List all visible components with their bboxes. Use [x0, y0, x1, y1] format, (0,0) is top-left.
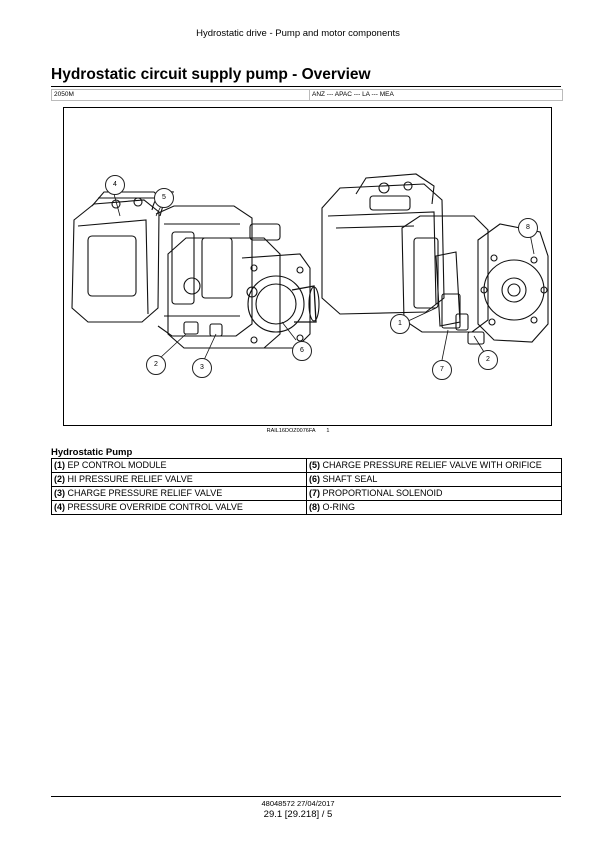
table-row: (2) HI PRESSURE RELIEF VALVE (6) SHAFT S…	[51, 472, 562, 487]
legend-table: (1) EP CONTROL MODULE (5) CHARGE PRESSUR…	[51, 458, 562, 515]
callout-6: 6	[292, 341, 312, 361]
model-cell: 2050M	[52, 90, 310, 100]
legend-title: Hydrostatic Pump	[51, 447, 133, 458]
figure-frame: 4 5 2 3 6 8 1 7 2	[63, 107, 552, 426]
callout-2-left: 2	[146, 355, 166, 375]
legend-cell: (1) EP CONTROL MODULE	[51, 458, 307, 473]
title-rule	[51, 86, 561, 87]
left-pump-drawing	[71, 191, 320, 349]
table-row: (1) EP CONTROL MODULE (5) CHARGE PRESSUR…	[51, 458, 562, 473]
regions-cell: ANZ --- APAC --- LA --- MEA	[312, 91, 394, 98]
footer-doc-id: 48048572 27/04/2017	[261, 799, 335, 808]
callout-8: 8	[518, 218, 538, 238]
legend-cell: (4) PRESSURE OVERRIDE CONTROL VALVE	[51, 500, 307, 515]
image-code: RAIL16DOZ0076FA	[266, 428, 316, 434]
right-pump-drawing	[321, 173, 549, 345]
figure-number: 1	[326, 428, 330, 434]
callout-4: 4	[105, 175, 125, 195]
legend-cell: (3) CHARGE PRESSURE RELIEF VALVE	[51, 486, 307, 501]
callout-5: 5	[154, 188, 174, 208]
figure-caption: RAIL16DOZ0076FA 1	[0, 428, 596, 434]
table-row: (4) PRESSURE OVERRIDE CONTROL VALVE (8) …	[51, 500, 562, 515]
callout-1: 1	[390, 314, 410, 334]
legend-cell: (7) PROPORTIONAL SOLENOID	[306, 486, 562, 501]
callout-7: 7	[432, 360, 452, 380]
legend-cell: (5) CHARGE PRESSURE RELIEF VALVE WITH OR…	[306, 458, 562, 473]
table-row: (3) CHARGE PRESSURE RELIEF VALVE (7) PRO…	[51, 486, 562, 501]
pump-illustration	[71, 173, 549, 361]
footer-page-number: 29.1 [29.218] / 5	[263, 809, 333, 820]
page-title: Hydrostatic circuit supply pump - Overvi…	[51, 66, 371, 83]
leader-lines	[113, 193, 535, 361]
callout-3: 3	[192, 358, 212, 378]
running-header: Hydrostatic drive - Pump and motor compo…	[196, 28, 400, 39]
applicability-bar: 2050M ANZ --- APAC --- LA --- MEA	[51, 89, 563, 101]
legend-cell: (2) HI PRESSURE RELIEF VALVE	[51, 472, 307, 487]
legend-cell: (6) SHAFT SEAL	[306, 472, 562, 487]
legend-cell: (8) O-RING	[306, 500, 562, 515]
footer-rule	[51, 796, 561, 797]
callout-2-right: 2	[478, 350, 498, 370]
